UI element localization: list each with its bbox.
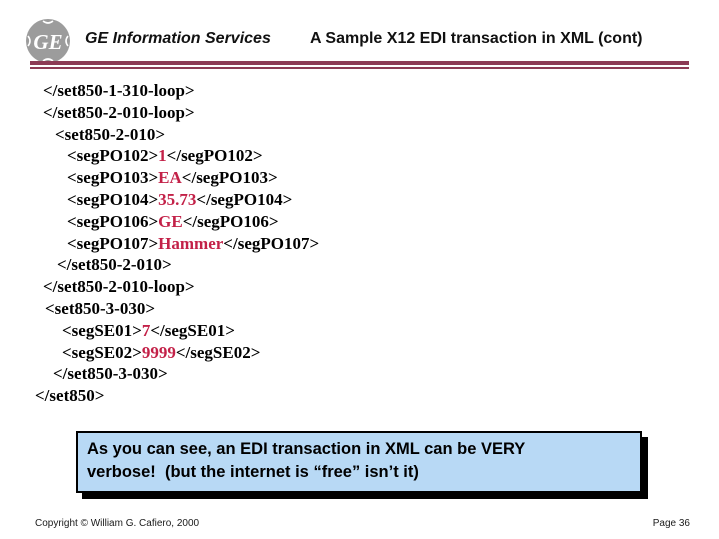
xml-tag-text: </segPO104>: [196, 189, 293, 209]
code-line: </set850-1-310-loop>: [35, 80, 675, 102]
xml-tag-text: <segPO102>: [67, 146, 159, 166]
xml-tag-text: <segPO103>: [67, 168, 159, 188]
xml-tag-text: </segPO102>: [166, 146, 263, 166]
code-line: <set850-2-010>: [35, 124, 675, 146]
callout-line: As you can see, an EDI transaction in XM…: [87, 440, 526, 458]
divider-thick-line: [30, 61, 689, 65]
brand-title: GE Information Services: [85, 30, 271, 47]
code-line: <segPO102>1</segPO102>: [35, 145, 675, 167]
xml-value-text: GE: [158, 211, 183, 231]
slide-title: A Sample X12 EDI transaction in XML (con…: [310, 30, 643, 47]
xml-value-text: EA: [158, 168, 182, 188]
code-line: <segPO107>Hammer</segPO107>: [35, 233, 675, 255]
code-line: <segPO106>GE</segPO106>: [35, 211, 675, 233]
xml-tag-text: <segPO104>: [67, 189, 159, 209]
xml-tag-text: <segPO107>: [67, 233, 159, 253]
header-divider: [30, 61, 689, 70]
xml-value-text: 35.73: [158, 189, 197, 209]
logo-circle: [26, 19, 70, 63]
divider-gap: [30, 65, 689, 67]
xml-tag-text: </set850-2-010-loop>: [43, 102, 195, 122]
xml-tag-text: </set850>: [35, 386, 105, 406]
code-line: </set850-2-010-loop>: [35, 102, 675, 124]
xml-value-text: 1: [158, 146, 167, 166]
xml-tag-text: <segSE02>: [62, 342, 142, 362]
code-line: <segPO104>35.73</segPO104>: [35, 189, 675, 211]
xml-tag-text: <set850-2-010>: [55, 124, 166, 144]
divider-thin-line: [30, 67, 689, 69]
xml-tag-text: </segPO106>: [182, 211, 279, 231]
code-line: </set850-3-030>: [35, 363, 675, 385]
xml-tag-text: <segPO106>: [67, 211, 159, 231]
code-line: <segSE02>9999</segSE02>: [35, 342, 675, 364]
code-line: <set850-3-030>: [35, 298, 675, 320]
xml-tag-text: </segPO107>: [223, 233, 320, 253]
xml-value-text: Hammer: [158, 233, 224, 253]
code-line: </set850-2-010>: [35, 254, 675, 276]
xml-tag-text: </set850-2-010-loop>: [43, 277, 195, 297]
xml-tag-text: </segPO103>: [181, 168, 278, 188]
callout-text: As you can see, an EDI transaction in XM…: [87, 438, 631, 484]
copyright-text: Copyright © William G. Cafiero, 2000: [35, 518, 200, 529]
logo-monogram-text: GE: [33, 30, 62, 54]
xml-tag-text: <set850-3-030>: [45, 298, 156, 318]
code-line: </set850-2-010-loop>: [35, 276, 675, 298]
callout-line: verbose! (but the internet is “free” isn…: [87, 463, 419, 481]
code-line: <segSE01>7</segSE01>: [35, 320, 675, 342]
xml-tag-text: </set850-1-310-loop>: [43, 81, 195, 100]
xml-tag-text: </set850-2-010>: [57, 255, 172, 275]
callout-box: As you can see, an EDI transaction in XM…: [76, 431, 642, 493]
xml-tag-text: </set850-3-030>: [53, 364, 168, 384]
ge-monogram-icon: GE: [26, 19, 70, 63]
code-line: <segPO103>EA</segPO103>: [35, 167, 675, 189]
xml-value-text: 7: [141, 320, 151, 340]
xml-code-block: </set850-1-310-loop> </set850-2-010-loop>…: [35, 80, 675, 407]
page-number: Page 36: [652, 518, 690, 529]
code-line: </set850>: [35, 385, 675, 407]
xml-value-text: 9999: [141, 342, 176, 362]
xml-tag-text: </segSE01>: [150, 320, 235, 340]
xml-tag-text: </segSE02>: [175, 342, 261, 362]
xml-tag-text: <segSE01>: [62, 320, 142, 340]
